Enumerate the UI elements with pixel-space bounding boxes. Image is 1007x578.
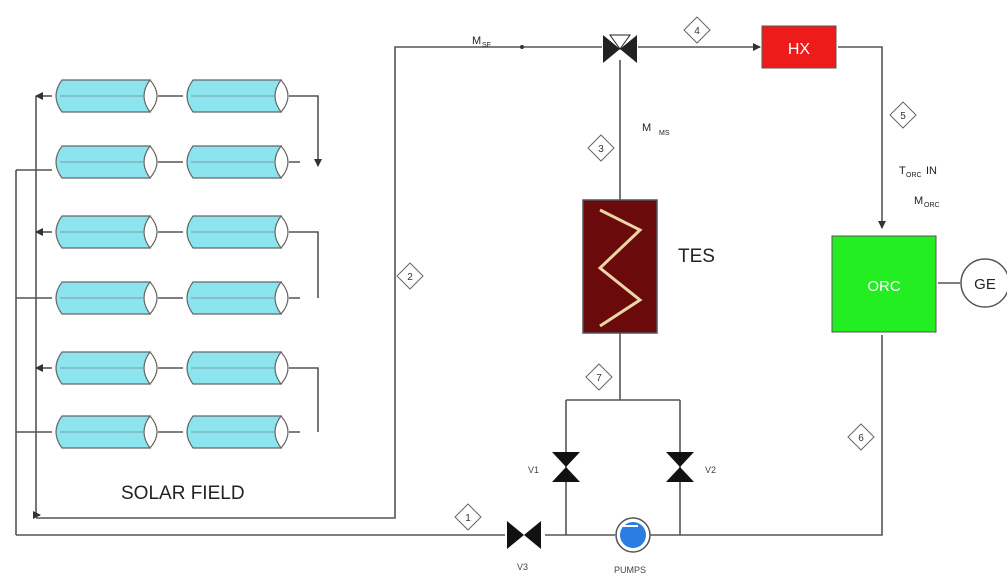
state-point-nodes: 1 2 3 4 5 6 7 xyxy=(396,16,917,531)
node-label: 5 xyxy=(900,111,906,122)
node-2: 2 xyxy=(396,262,424,290)
collector xyxy=(186,351,289,385)
flow-label-m-sf: M SF xyxy=(472,35,491,49)
tes-label: TES xyxy=(678,246,715,267)
collector xyxy=(55,281,158,315)
junction-dot xyxy=(520,45,524,49)
node-1: 1 xyxy=(454,503,482,531)
top-valve xyxy=(603,34,637,63)
orc-box: ORC xyxy=(831,235,937,333)
valve-v1 xyxy=(552,452,580,482)
generator: GE xyxy=(960,258,1007,308)
valve-v3-label: V3 xyxy=(517,562,528,572)
pumps-label: PUMPS xyxy=(614,565,646,575)
collector xyxy=(55,351,158,385)
pipe-hx-orc xyxy=(838,46,886,229)
hx-label: HX xyxy=(788,41,811,58)
m-ms-main: M xyxy=(642,122,651,134)
node-3: 3 xyxy=(587,134,615,162)
node-label: 3 xyxy=(598,144,604,155)
orc-label: ORC xyxy=(867,278,901,295)
m-sf-main: M xyxy=(472,35,481,47)
collector xyxy=(186,281,289,315)
collector xyxy=(186,215,289,249)
valve-v2-label: V2 xyxy=(705,465,716,475)
flow-label-m-orc: M ORC xyxy=(914,195,940,209)
node-label: 4 xyxy=(694,26,700,37)
m-orc-sub: ORC xyxy=(924,202,940,209)
t-orc-suffix: IN xyxy=(926,165,937,177)
flow-label-m-ms: M MS xyxy=(642,122,670,137)
node-label: 6 xyxy=(858,433,864,444)
m-sf-sub: SF xyxy=(482,42,491,49)
t-orc-main: T xyxy=(899,165,906,177)
collector xyxy=(186,415,289,449)
node-7: 7 xyxy=(585,363,613,391)
node-label: 2 xyxy=(407,272,413,283)
hx-box: HX xyxy=(761,25,837,69)
collector xyxy=(55,145,158,179)
collector xyxy=(55,215,158,249)
pipe-orc-return xyxy=(650,335,883,536)
solar-field-label: SOLAR FIELD xyxy=(121,483,245,504)
ge-label: GE xyxy=(974,276,996,293)
collector xyxy=(55,415,158,449)
valve-v3 xyxy=(507,521,541,549)
t-orc-sub: ORC xyxy=(906,172,922,179)
node-6: 6 xyxy=(847,423,875,451)
pipe-valve-loop xyxy=(545,399,681,536)
collector xyxy=(55,79,158,113)
pump xyxy=(615,517,651,553)
tes-tank xyxy=(582,199,658,334)
node-label: 7 xyxy=(596,373,602,384)
node-4: 4 xyxy=(683,16,711,44)
solar-field-piping xyxy=(15,46,602,536)
node-label: 1 xyxy=(465,513,471,524)
collector xyxy=(186,79,289,113)
m-ms-sub: MS xyxy=(659,130,670,137)
valve-v2 xyxy=(666,452,694,482)
valve-v1-label: V1 xyxy=(528,465,539,475)
collector xyxy=(186,145,289,179)
flow-label-t-orc-in: T ORC IN xyxy=(899,165,937,179)
solar-collectors xyxy=(55,79,300,449)
m-orc-main: M xyxy=(914,195,923,207)
node-5: 5 xyxy=(889,101,917,129)
